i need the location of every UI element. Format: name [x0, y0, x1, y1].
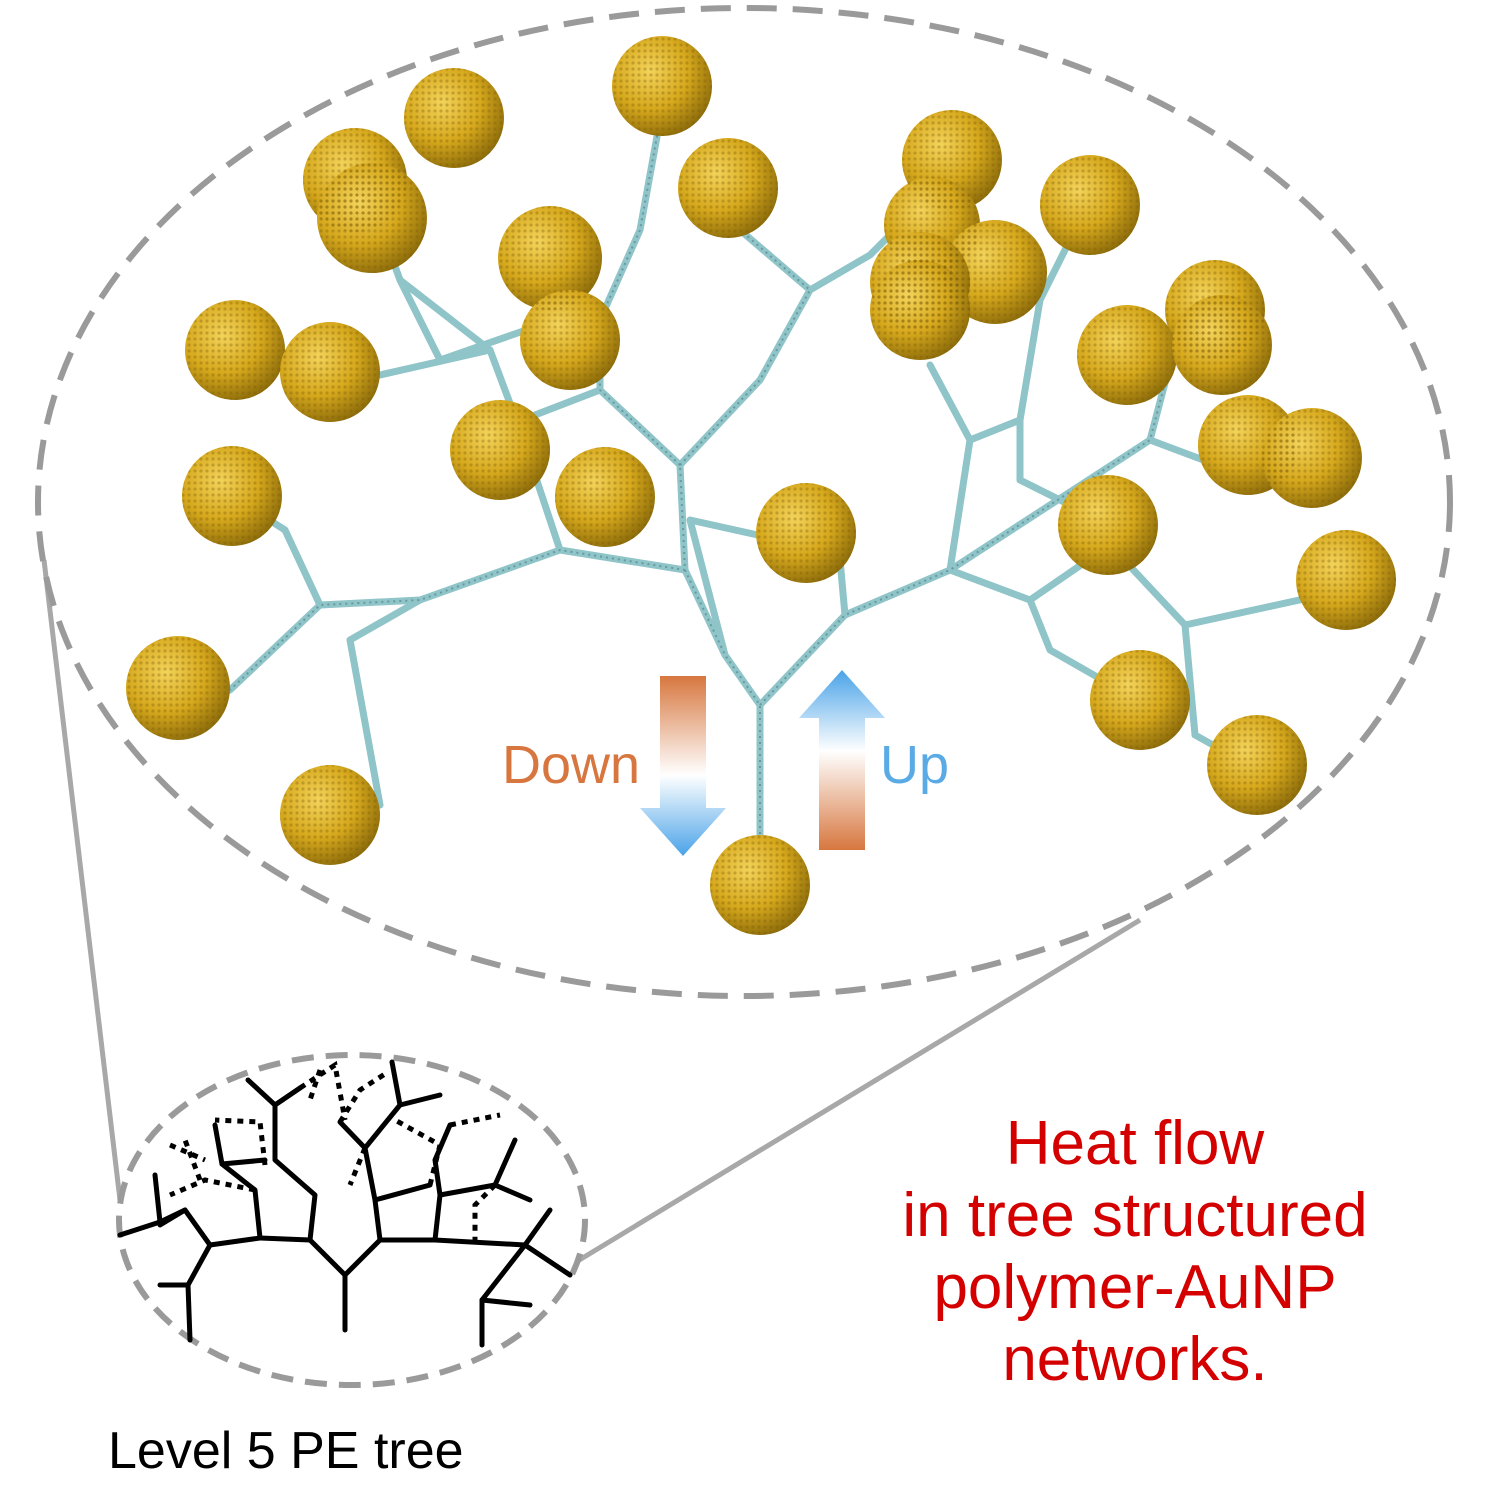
zoom-connector-right — [574, 917, 1142, 1265]
arrow-up-icon — [799, 670, 885, 850]
caption-line: in tree structured — [902, 1181, 1368, 1250]
caption-line: Heat flow — [1005, 1109, 1265, 1178]
up-label: Up — [880, 735, 950, 795]
zoomed-view-outline — [35, 5, 1453, 999]
zoom-connector-left — [41, 559, 123, 1201]
schematic-outline — [116, 1052, 588, 1388]
down-label: Down — [502, 735, 641, 795]
caption: Heat flow in tree structured polymer-AuN… — [795, 1108, 1475, 1396]
arrow-down-icon — [640, 676, 726, 856]
caption-line: polymer-AuNP — [933, 1253, 1337, 1322]
schematic-label: Level 5 PE tree — [108, 1422, 464, 1480]
gold-nanoparticle-icon — [126, 36, 1396, 935]
caption-line: networks. — [1002, 1325, 1268, 1394]
